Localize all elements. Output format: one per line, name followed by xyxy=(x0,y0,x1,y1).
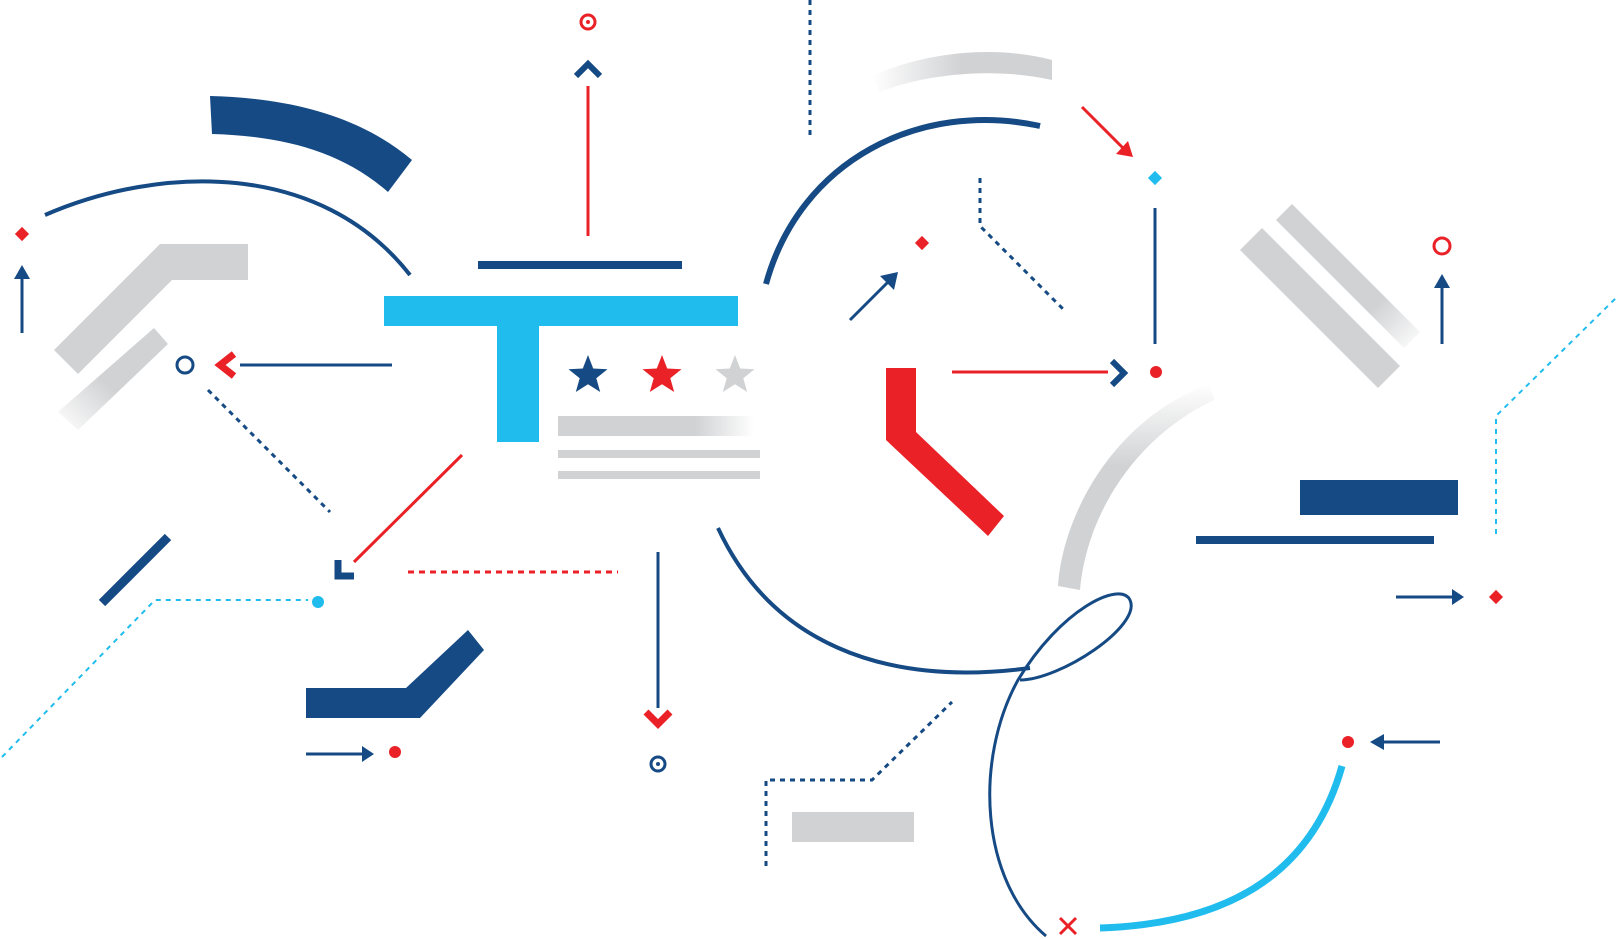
red-diagonal-line xyxy=(352,453,464,564)
arrow-up-icon xyxy=(1434,274,1450,344)
navy-dashed-path xyxy=(978,178,1066,312)
arrow-up-icon xyxy=(14,265,30,333)
gray-text-line xyxy=(558,450,760,458)
gray-fade-arc xyxy=(872,52,1052,92)
arrow-down-right-icon xyxy=(1116,141,1133,157)
chevron-left-icon xyxy=(214,351,237,379)
navy-circle-arc-lower xyxy=(716,527,1031,675)
navy-dashed-diagonal xyxy=(206,388,332,514)
navy-bar xyxy=(1196,536,1434,544)
red-arrow-line xyxy=(1080,105,1126,151)
diamond-icon xyxy=(1488,589,1504,605)
star-icon xyxy=(715,355,755,392)
dot-icon xyxy=(1342,736,1354,748)
red-angle-band xyxy=(886,368,1004,536)
diamond-icon xyxy=(1147,170,1163,186)
navy-dashed-path xyxy=(764,700,954,866)
gray-fade-arc-large xyxy=(1058,384,1214,590)
arrow-right-icon xyxy=(1396,589,1464,605)
cross-icon xyxy=(1058,916,1078,936)
arrow-up-right-icon xyxy=(848,272,898,322)
chevron-right-icon xyxy=(1109,358,1129,388)
navy-diagonal-bar xyxy=(98,533,172,607)
dot-icon xyxy=(586,20,590,24)
dot-icon xyxy=(389,746,401,758)
dot-icon xyxy=(312,596,324,608)
dot-icon xyxy=(656,762,660,766)
navy-loop-curve xyxy=(988,592,1133,938)
ring-icon xyxy=(649,755,667,773)
star-icon xyxy=(568,355,608,392)
sky-arc xyxy=(1099,765,1346,932)
t-shape-top xyxy=(384,296,738,326)
ring-icon xyxy=(579,13,597,31)
diamond-icon xyxy=(914,235,930,251)
arrow-left-icon xyxy=(1370,734,1440,750)
ring-icon xyxy=(175,355,195,375)
navy-block xyxy=(1300,480,1458,515)
navy-angle-band xyxy=(306,630,484,718)
corner-bracket-icon xyxy=(334,560,354,580)
diamond-icon xyxy=(14,226,30,242)
sky-dashed-path xyxy=(1495,295,1618,534)
gray-fade-diagonal-bar xyxy=(1276,204,1420,348)
navy-circle-arc-upper xyxy=(763,117,1041,285)
gray-fade-bar xyxy=(58,328,168,430)
star-icon xyxy=(642,355,682,392)
dot-icon xyxy=(1150,366,1162,378)
arrow-right-icon xyxy=(306,746,374,762)
gray-angle-bar xyxy=(54,244,248,374)
gray-text-line xyxy=(558,471,760,479)
chevron-up-icon xyxy=(573,59,603,79)
sky-dashed-path xyxy=(1,599,308,758)
gray-block xyxy=(792,812,914,842)
ring-icon xyxy=(1432,236,1452,256)
chevron-down-icon xyxy=(643,709,673,729)
navy-arc-band xyxy=(210,96,412,192)
gray-diagonal-bar xyxy=(1240,228,1400,388)
gray-fade-line xyxy=(558,416,754,436)
thin-navy-arc xyxy=(44,179,412,277)
t-shape-stem xyxy=(497,324,539,442)
navy-bar xyxy=(478,261,682,269)
